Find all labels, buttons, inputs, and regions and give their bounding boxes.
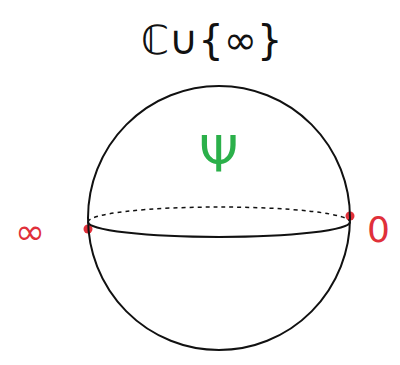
sphere-label: Ψ <box>199 129 238 179</box>
sphere: Ψ <box>86 84 352 352</box>
infinity-label: ∞ <box>15 214 45 250</box>
zero-label: 0 <box>367 212 390 248</box>
equator-back <box>88 207 350 222</box>
equator-front <box>88 222 350 237</box>
sphere-outline <box>86 84 352 352</box>
title: ℂ∪{∞} <box>141 20 282 60</box>
sphere-circle <box>88 86 350 350</box>
